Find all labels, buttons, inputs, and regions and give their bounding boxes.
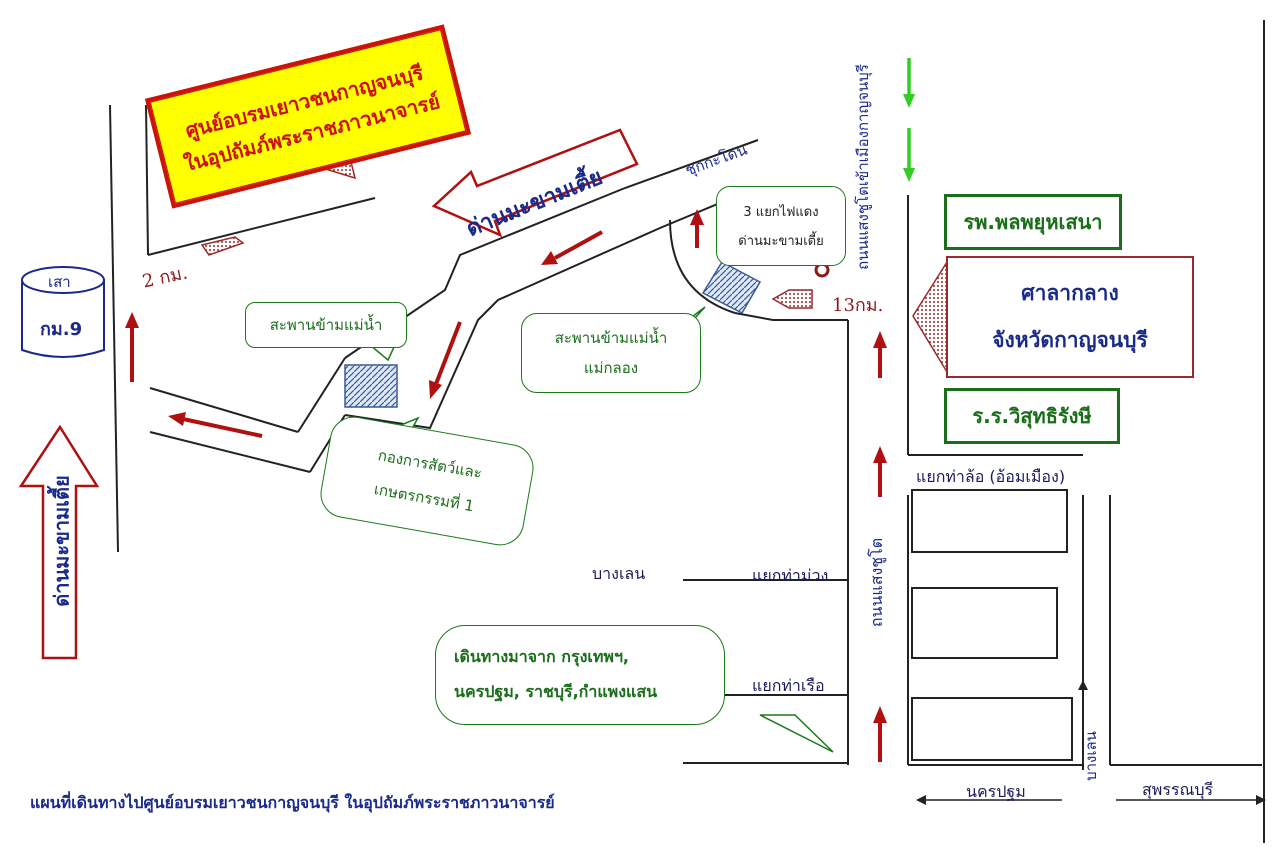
city-hall-box: ศาลากลาง จังหวัดกาญจนบุรี [946,256,1194,378]
bang-len-road-label: บางเลน [1081,731,1100,781]
road-arrow-left-icon [18,424,100,660]
road-arrow-top-icon [431,128,639,238]
pole-icon [21,266,105,358]
city-hall-label-2: จังหวัดกาญจนบุรี [992,328,1148,352]
green-arrows [903,58,915,182]
hospital-box: รพ.พลพยุหเสนา [944,194,1122,250]
nakhon-pathom-label: นครปฐม [966,782,1026,801]
distance-13km: 13กม. [832,295,884,316]
bang-len-area-label: บางเลน [592,564,646,583]
city-block-3 [911,697,1073,761]
bridge-2-label-1: สะพานข้ามแม่น้ำ [554,329,668,347]
pointer-2km-icon [200,236,245,256]
bridge-2-label-2: แม่กลอง [583,359,639,377]
junction-tha-muang: แยกท่าม่วง [752,566,829,585]
bridge-1-label: สะพานข้ามแม่น้ำ [269,316,383,334]
pointer-13km-icon [771,289,813,309]
origin-label-1: เดินทางมาจาก กรุงเทพฯ, [454,647,630,666]
school-box: ร.ร.วิสุทธิรังษี [944,388,1120,444]
city-block-1 [911,489,1068,553]
signal-label-2: ด่านมะขามเตี้ย [738,234,824,249]
livestock-label-2: เกษตรกรรมที่ 1 [372,480,476,516]
suphan-buri-label: สุพรรณบุรี [1142,780,1214,799]
junction-tha-ruea: แยกท่าเรือ [752,676,825,695]
road-arrow-left-label: ด่านมะขามเตี้ย [49,475,74,607]
road-to-city-label: ถนนแสงชูโตเข้าเมืองกาญจนบุรี [853,64,872,270]
route-arrows [125,209,887,762]
origin-bubble: เดินทางมาจาก กรุงเทพฯ, นครปฐม, ราชบุรี,ก… [435,625,725,725]
school-label: ร.ร.วิสุทธิรังษี [972,404,1092,428]
map-caption: แผนที่เดินทางไปศูนย์อบรมเยาวชนกาญจนบุรี … [30,793,555,812]
bridge-1-bubble: สะพานข้ามแม่น้ำ [245,302,407,348]
pole-label-2: กม.9 [40,319,83,340]
bridge-2-icon [701,261,762,314]
livestock-label-1: กองการสัตว์และ [376,446,484,483]
signal-label-1: 3 แยกไฟแดง [743,205,819,220]
origin-label-2: นครปฐม, ราชบุรี,กำแพงแสน [454,682,658,701]
bottom-direction-lines [916,680,1266,805]
hospital-label: รพ.พลพยุหเสนา [963,210,1103,234]
pole-label-1: เสา [48,273,71,291]
bridge-1-icon [344,364,398,408]
road-lines [109,104,1262,770]
road-saeng-chuto-label: ถนนแสงชูโต [867,537,887,628]
junction-tha-lo: แยกท่าล้อ (อ้อมเมือง) [916,467,1066,486]
bridge-2-bubble: สะพานข้ามแม่น้ำ แม่กลอง [521,313,701,393]
city-block-2 [911,587,1058,659]
city-hall-label-1: ศาลากลาง [1021,281,1119,305]
cityhall-pointer-icon [912,259,948,375]
signal-bubble: 3 แยกไฟแดง ด่านมะขามเตี้ย [716,186,846,266]
